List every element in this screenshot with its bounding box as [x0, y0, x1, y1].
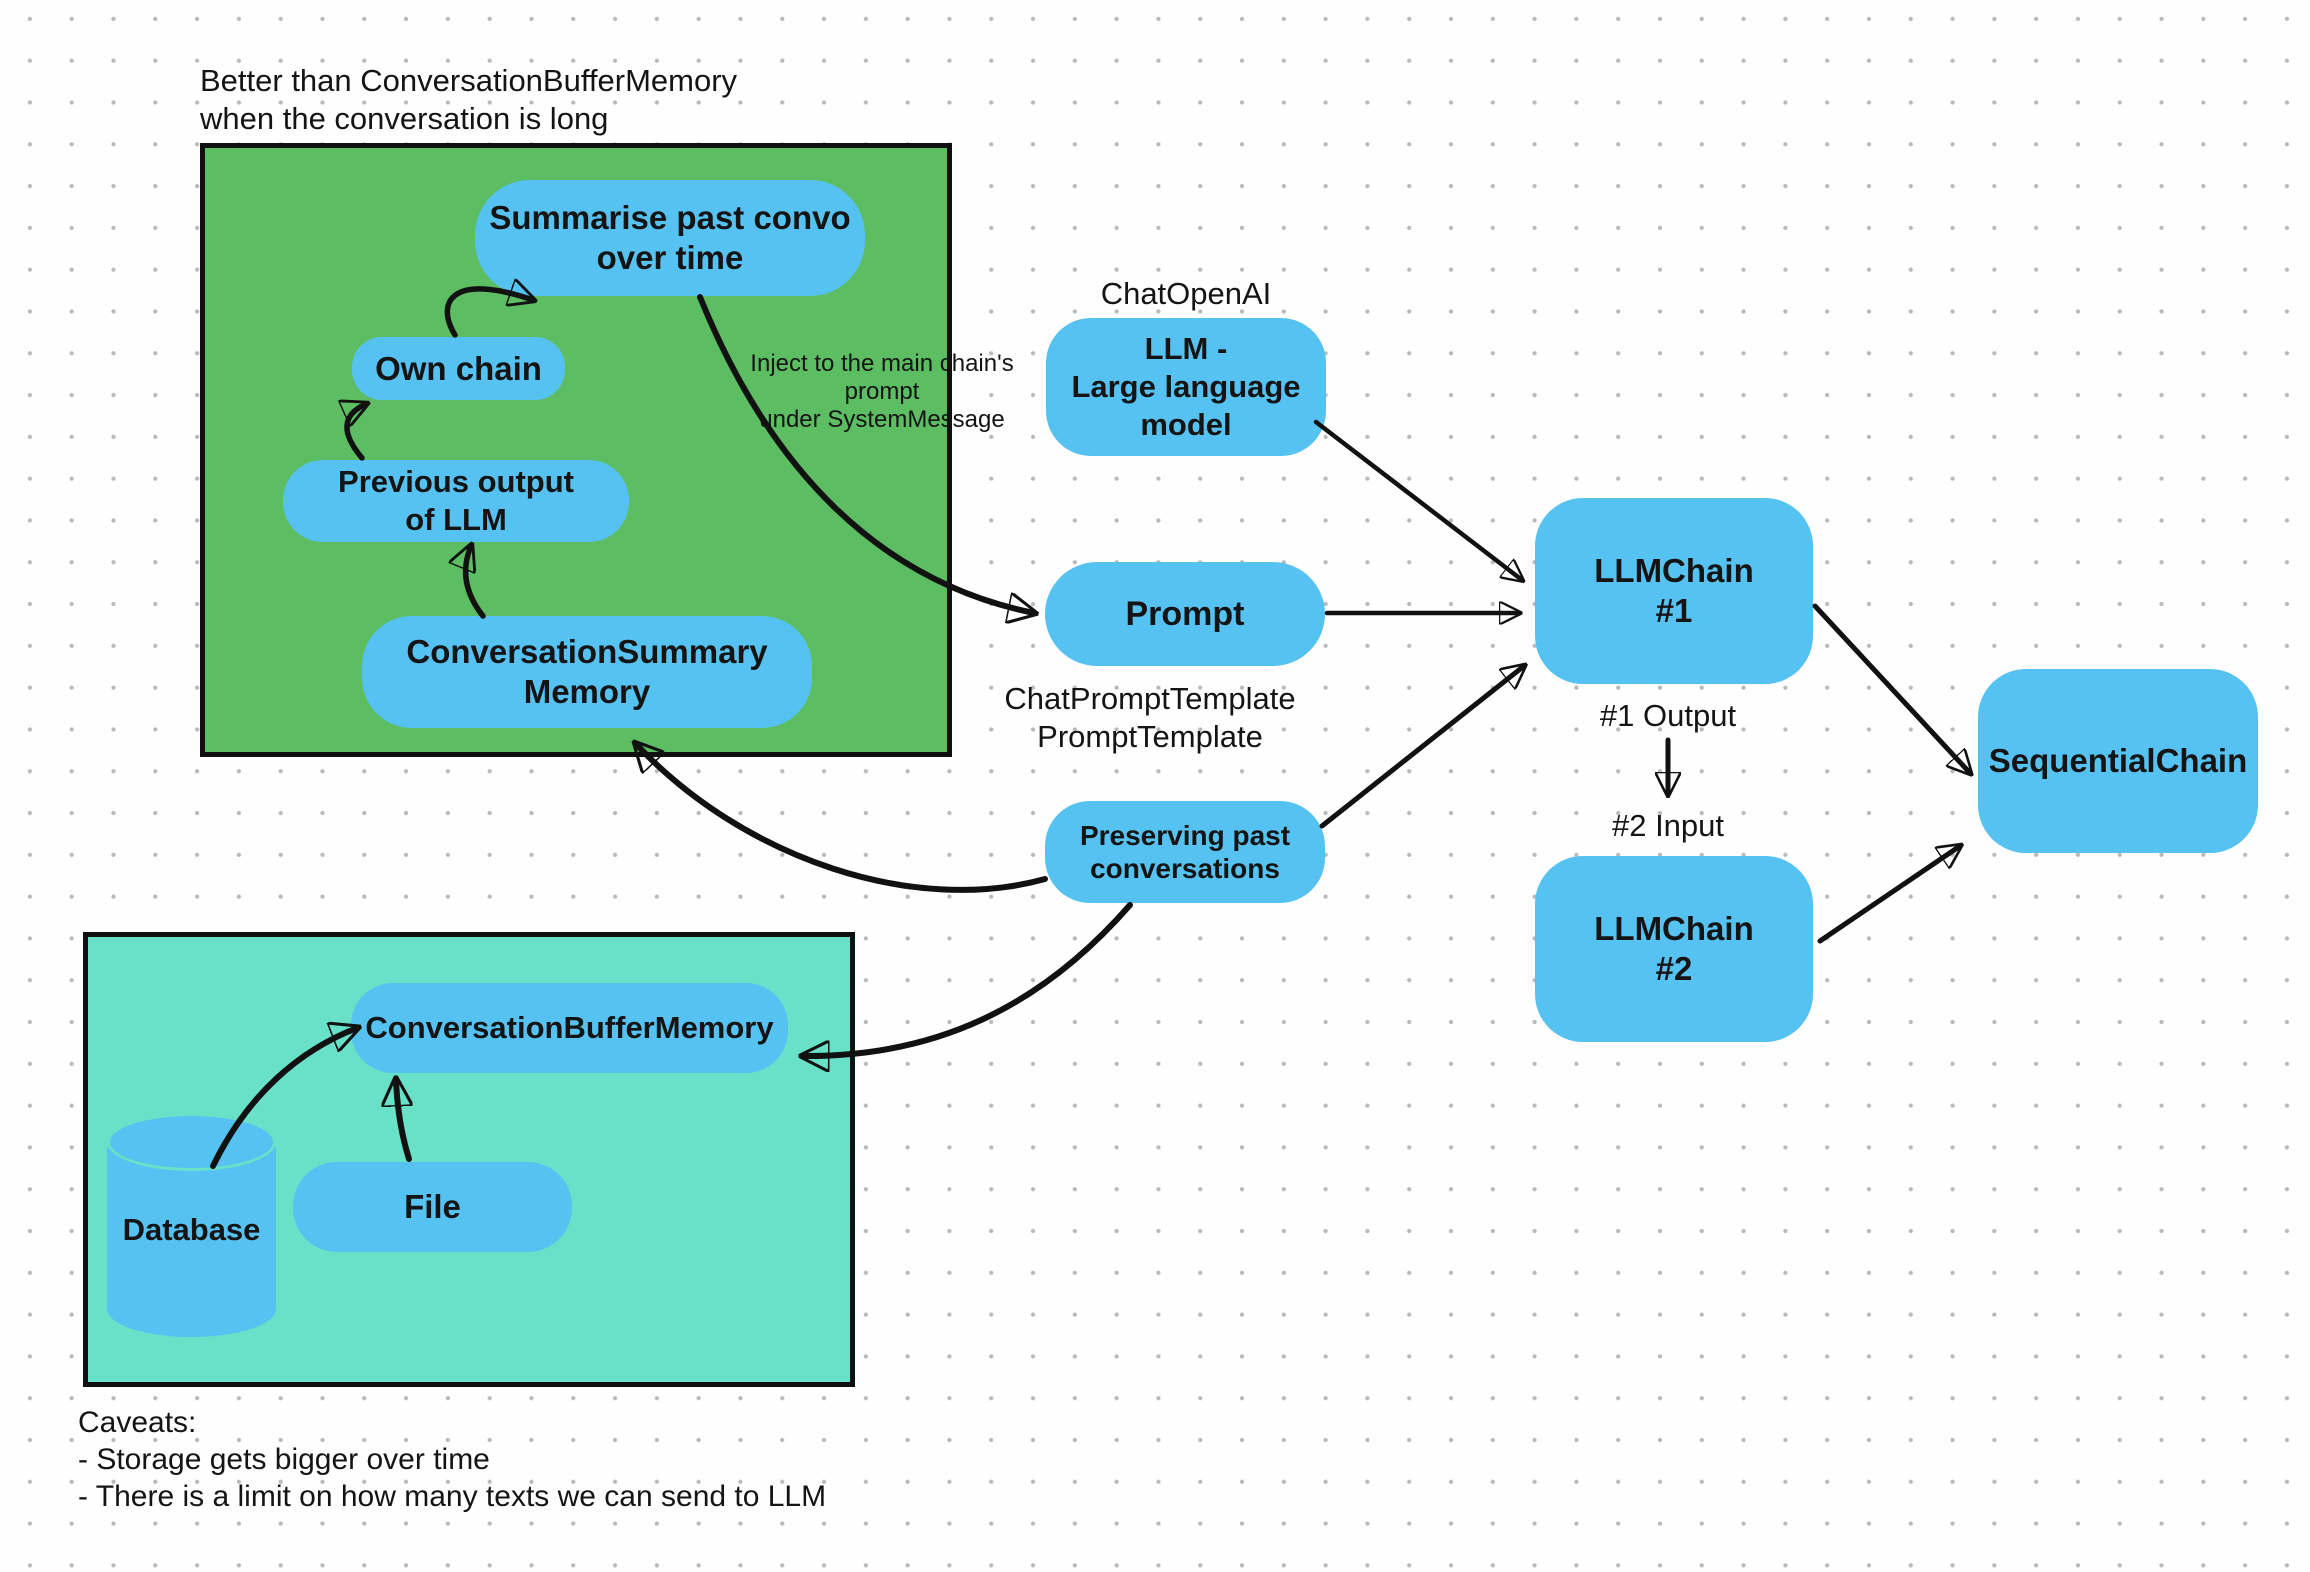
node-conversation-buffer-memory[interactable]: ConversationBufferMemory: [351, 983, 788, 1073]
note-output-1[interactable]: #1 Output: [1599, 698, 1737, 733]
note-better-than[interactable]: Better than ConversationBufferMemory whe…: [200, 63, 738, 136]
note-input-2[interactable]: #2 Input: [1611, 808, 1725, 843]
node-database-label[interactable]: Database: [122, 1212, 261, 1247]
arrow-llm-chain-1-to-sequential-chain[interactable]: [1812, 603, 1970, 773]
note-prompt-templates[interactable]: ChatPromptTemplate PromptTemplate: [1004, 681, 1296, 754]
arrow-preserving-to-summary-memory[interactable]: [636, 744, 1048, 893]
arrow-llm-chain-2-to-sequential-chain[interactable]: [1817, 846, 1960, 944]
node-sequential-chain[interactable]: SequentialChain: [1978, 669, 2258, 853]
node-llm-chain-1[interactable]: LLMChain #1: [1535, 498, 1813, 684]
node-summarise-past-convo[interactable]: Summarise past convo over time: [475, 180, 865, 296]
arrow-llm-to-llm-chain-1[interactable]: [1313, 419, 1522, 580]
arrow-preserving-to-llm-chain-1[interactable]: [1319, 666, 1524, 829]
node-preserving-past-conversations[interactable]: Preserving past conversations: [1045, 801, 1325, 903]
note-chat-openai[interactable]: ChatOpenAI: [1100, 276, 1272, 311]
node-file[interactable]: File: [293, 1162, 572, 1252]
node-previous-output[interactable]: Previous output of LLM: [283, 460, 629, 542]
note-inject[interactable]: Inject to the main chain's prompt under …: [750, 350, 1014, 433]
database-cylinder-icon[interactable]: [107, 1147, 276, 1337]
node-llm-chain-2[interactable]: LLMChain #2: [1535, 856, 1813, 1042]
node-llm[interactable]: LLM - Large language model: [1046, 318, 1326, 456]
note-caveats[interactable]: Caveats: - Storage gets bigger over time…: [78, 1406, 827, 1513]
database-cylinder-top-icon: [107, 1113, 276, 1171]
node-conversation-summary-memory[interactable]: ConversationSummary Memory: [362, 616, 812, 728]
node-prompt[interactable]: Prompt: [1045, 562, 1325, 666]
node-own-chain[interactable]: Own chain: [352, 337, 565, 400]
